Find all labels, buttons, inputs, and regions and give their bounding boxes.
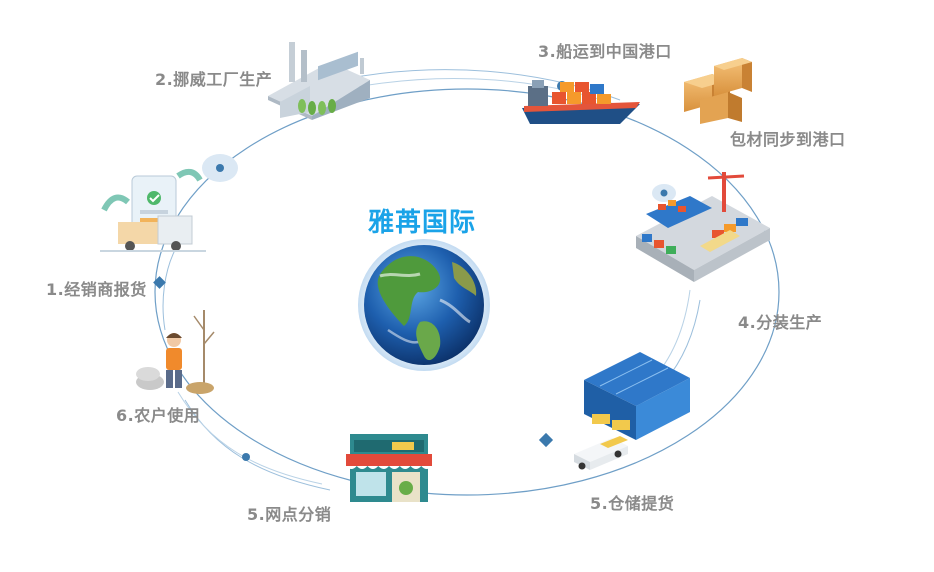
step-label-factory: 2.挪威工厂生产 — [155, 70, 273, 89]
orbit-dot-bottom — [242, 453, 250, 461]
center-title: 雅苒国际 — [368, 208, 477, 238]
step-label-packaging: 包材同步到港口 — [730, 130, 846, 149]
orbit-diamond-bottom — [538, 432, 554, 448]
cardboard-boxes-icon — [684, 58, 752, 124]
orbit-diamond-left — [153, 276, 166, 289]
farmer-icon — [136, 310, 215, 394]
orbit-arc-left — [162, 249, 176, 331]
step-label-retail: 5.网点分销 — [247, 505, 332, 524]
step-label-warehouse: 5.仓储提货 — [590, 494, 675, 513]
port-crane-icon — [636, 172, 770, 282]
orbit-arc-bottom-left — [184, 399, 331, 491]
orbit-dot-left — [216, 164, 224, 172]
step-label-ship: 3.船运到中国港口 — [538, 42, 672, 61]
warehouse-icon — [584, 352, 690, 440]
step-label-assembly: 4.分装生产 — [738, 313, 823, 332]
orbit-arc-bottom-left-2 — [177, 391, 323, 485]
factory-icon — [268, 42, 370, 120]
orbit-dot-right — [660, 189, 668, 197]
cargo-ship-icon — [522, 80, 640, 124]
step-label-farmer: 6.农户使用 — [116, 406, 201, 425]
delivery-truck-icon — [574, 436, 628, 470]
step-label-dealer: 1.经销商报货 — [46, 280, 147, 299]
orbit-ring-main — [154, 88, 780, 496]
store-icon — [346, 434, 432, 502]
phone-truck-icon — [100, 168, 206, 252]
earth-globe-icon — [358, 239, 490, 371]
